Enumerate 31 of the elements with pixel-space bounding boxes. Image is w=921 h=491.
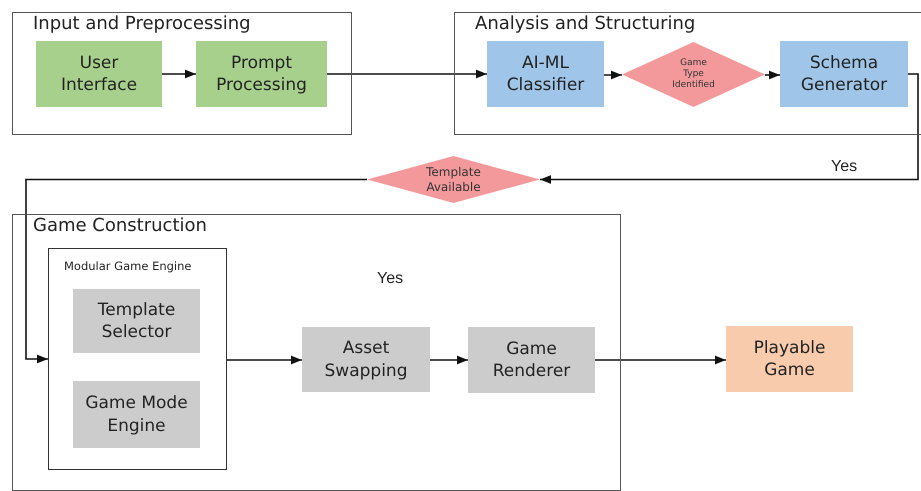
group-container xyxy=(12,214,621,491)
group-container xyxy=(12,12,352,135)
module-container xyxy=(48,248,227,470)
arrow xyxy=(765,70,780,80)
arrow xyxy=(604,70,622,80)
process-box: Template Selector xyxy=(73,289,200,353)
module-title: Modular Game Engine xyxy=(64,259,192,273)
arrow xyxy=(162,70,196,78)
process-box: Schema Generator xyxy=(780,41,908,107)
arrow xyxy=(25,178,367,364)
process-box: AI-ML Classifier xyxy=(487,41,604,107)
group-container xyxy=(454,12,921,135)
arrow xyxy=(430,356,468,364)
group-title: Input and Preprocessing xyxy=(33,13,251,34)
process-box: Playable Game xyxy=(726,326,853,392)
diamond-label: Game Type Identified xyxy=(671,58,716,92)
process-box: Prompt Processing xyxy=(196,41,327,107)
group-title: Analysis and Structuring xyxy=(475,13,696,34)
group-title: Game Construction xyxy=(33,215,207,236)
process-box: Game Renderer xyxy=(468,327,595,393)
arrow xyxy=(227,356,302,364)
diamond-label: Template Available xyxy=(425,164,482,194)
process-box: User Interface xyxy=(36,41,162,107)
arrow xyxy=(595,356,726,364)
decision-diamond xyxy=(622,42,765,107)
arrow xyxy=(540,73,919,184)
branch-label: Yes xyxy=(377,270,404,288)
decision-diamond xyxy=(367,156,540,203)
process-box: Game Mode Engine xyxy=(73,381,200,448)
process-box: Asset Swapping xyxy=(302,327,430,392)
arrow xyxy=(327,70,487,78)
